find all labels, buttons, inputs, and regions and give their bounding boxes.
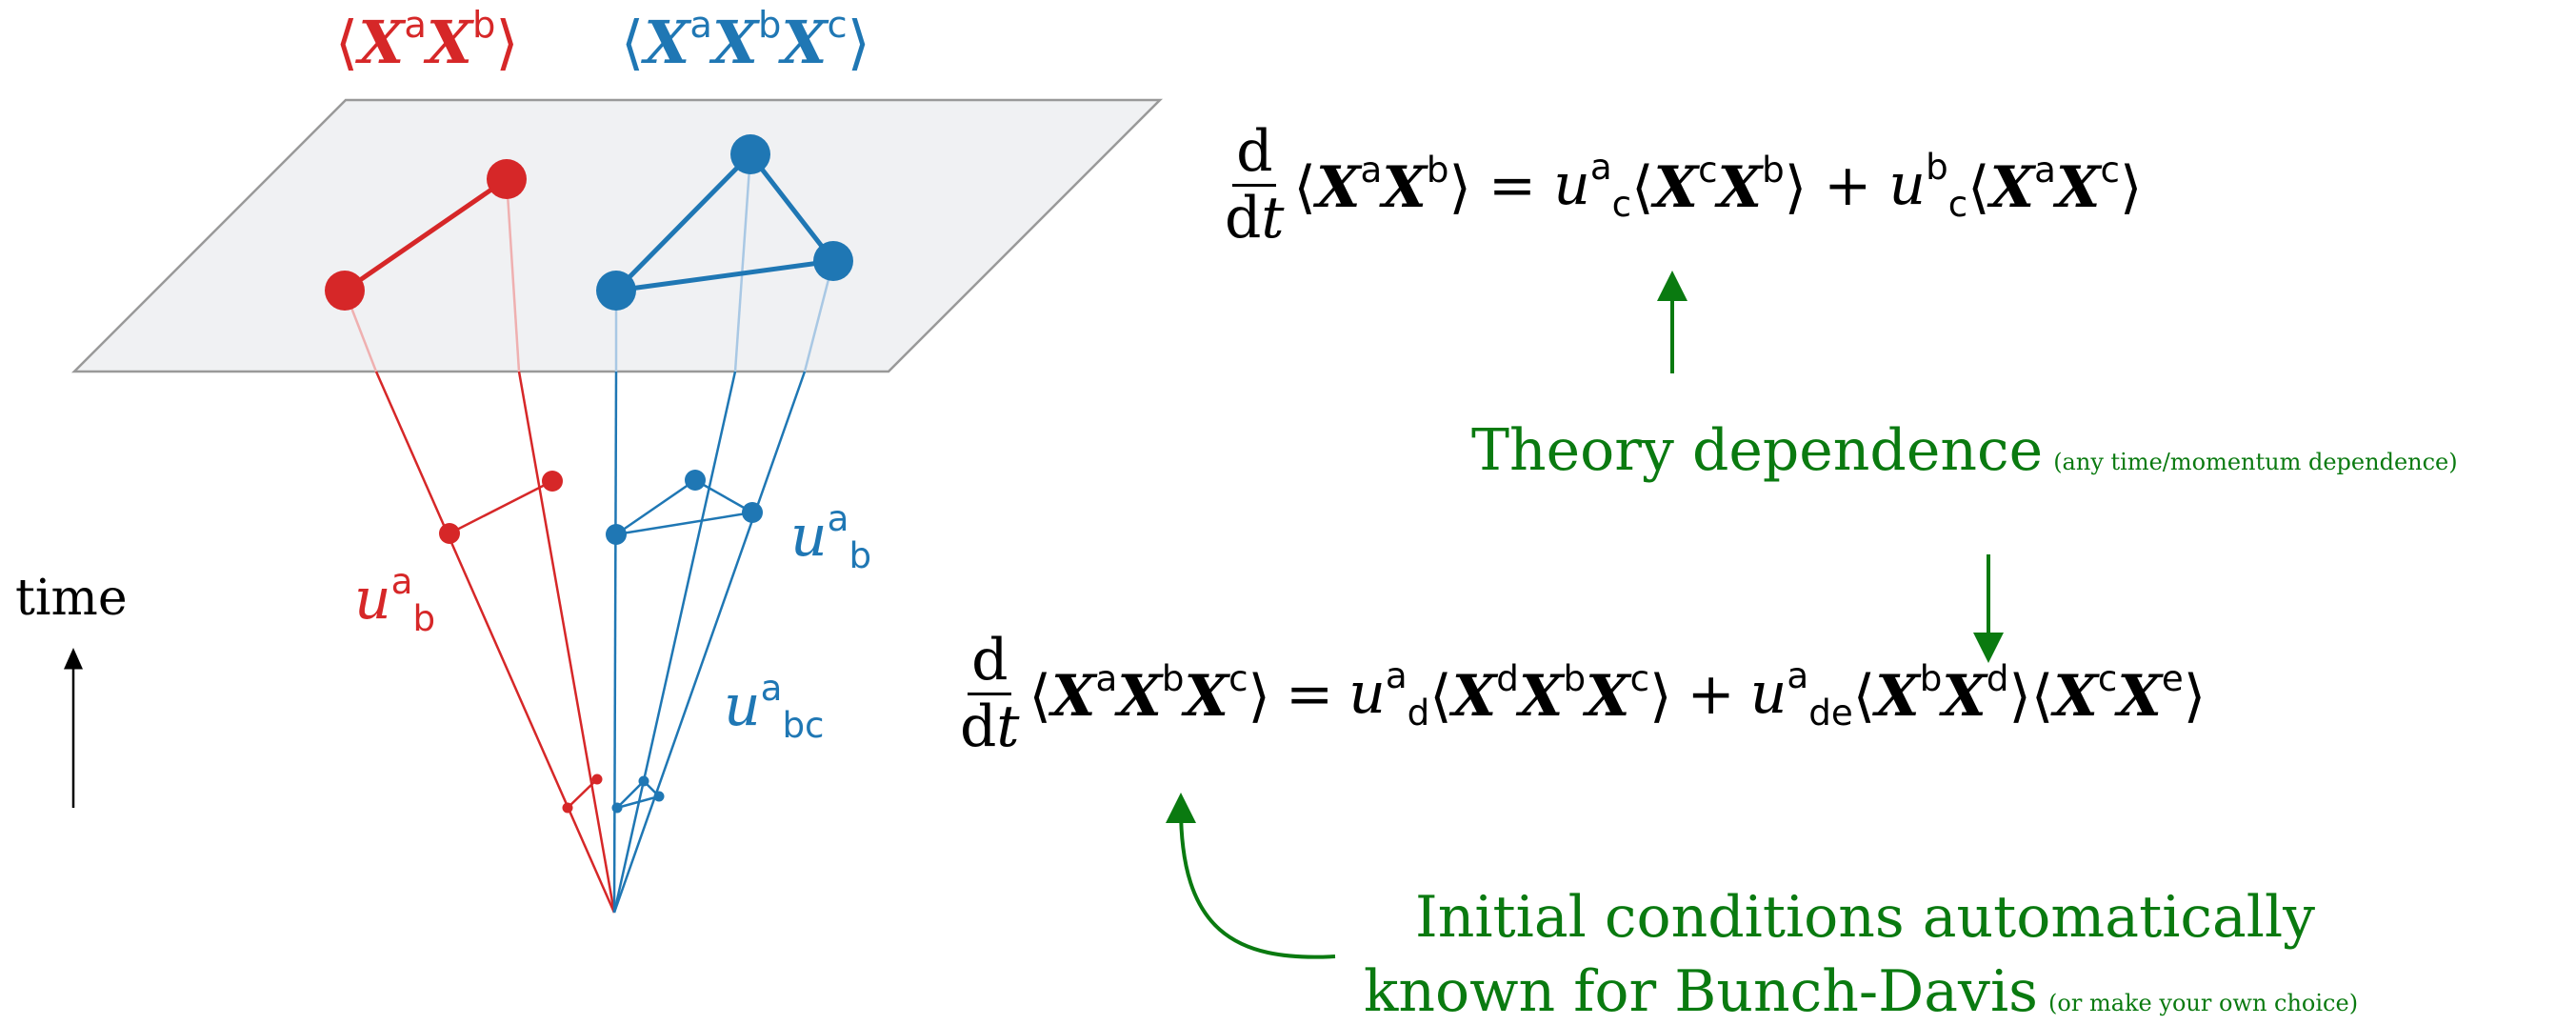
index: a (689, 4, 712, 47)
faint-worldlines (343, 153, 835, 372)
theory-dependence-text: Theory dependence (1471, 417, 2044, 484)
coupling-term-2: ubc (1888, 145, 1968, 226)
theory-dependence-aside: (any time/momentum dependence) (2053, 449, 2458, 475)
initial-conditions-line1: Initial conditions automatically (1415, 884, 2316, 951)
x-symbol: X (358, 7, 405, 77)
index: a (390, 560, 413, 602)
three-point-correlator-graph (596, 134, 853, 311)
bracket-open: ⟨ (621, 7, 645, 77)
red-worldlines (374, 371, 616, 914)
index: b (412, 597, 436, 640)
plus-sign: + (1824, 151, 1872, 219)
equation-two-point: d dt ⟨XaXb⟩ = uac ⟨XcXb⟩ + ubc ⟨XaXc⟩ (1221, 122, 2142, 249)
coupling-term-1: uac (1553, 145, 1632, 226)
correlator-term-2b: ⟨XcXe⟩ (2030, 657, 2207, 731)
equals-sign: = (1285, 660, 1334, 728)
lhs-correlator: ⟨XaXb⟩ (1293, 149, 1471, 222)
frac-numerator: d (968, 631, 1012, 695)
lhs-correlator: ⟨XaXbXc⟩ (1028, 657, 1270, 731)
green-curved-arrow (1166, 793, 1336, 959)
x-symbol: X (781, 7, 828, 77)
equals-sign: = (1488, 151, 1537, 219)
bracket-close: ⟩ (495, 7, 519, 77)
plus-sign: + (1687, 660, 1735, 728)
frac-t: t (1261, 185, 1285, 251)
equation-three-point: d dt ⟨XaXbXc⟩ = uad ⟨XdXbXc⟩ + uade ⟨XbX… (956, 631, 2206, 757)
two-point-correlator-graph (325, 159, 527, 311)
red-vertex-nodes (439, 471, 603, 814)
correlator-term-2a: ⟨XbXd⟩ (1852, 657, 2031, 731)
initial-conditions-line2: known for Bunch-Davis (or make your own … (1364, 958, 2358, 1025)
coupling-term-2: uade (1749, 653, 1853, 734)
index: a (827, 497, 849, 539)
red-coupling-label: uab (354, 560, 435, 639)
index: a (404, 4, 427, 47)
x-symbol: X (711, 7, 758, 77)
time-derivative: d dt (956, 631, 1024, 757)
blue-worldlines (612, 371, 807, 914)
index: b (757, 4, 782, 47)
correlator-term-2: ⟨XaXc⟩ (1967, 149, 2143, 222)
blue-vertex-nodes (606, 470, 763, 814)
bracket-open: ⟨ (335, 7, 359, 77)
correlator-term-1: ⟨XcXb⟩ (1631, 149, 1807, 222)
time-axis-label: time (15, 570, 128, 627)
u-symbol: u (354, 566, 391, 633)
initial-conditions-text: known for Bunch-Davis (1364, 958, 2038, 1025)
index: c (827, 4, 848, 47)
frac-d: d (960, 693, 997, 760)
index: bc (782, 704, 825, 747)
initial-conditions-aside: (or make your own choice) (2048, 990, 2359, 1016)
frac-t: t (996, 693, 1020, 760)
time-derivative: d dt (1221, 122, 1288, 249)
blue-coupling-label-three: uabc (724, 667, 825, 746)
frac-numerator: d (1232, 122, 1277, 187)
index: a (760, 667, 783, 709)
frac-d: d (1225, 185, 1262, 251)
x-symbol: X (426, 7, 472, 77)
two-point-correlator-title: ⟨XaXb⟩ (335, 4, 519, 77)
index: b (471, 4, 496, 47)
correlator-term-1: ⟨XdXbXc⟩ (1429, 657, 1672, 731)
u-symbol: u (724, 673, 761, 740)
u-symbol: u (790, 503, 828, 571)
x-symbol: X (644, 7, 690, 77)
index: b (849, 534, 872, 577)
theory-dependence-note: Theory dependence (any time/momentum dep… (1471, 417, 2458, 484)
three-point-correlator-title: ⟨XaXbXc⟩ (621, 4, 870, 77)
bracket-close: ⟩ (847, 7, 870, 77)
blue-coupling-label-two: uab (790, 497, 871, 576)
coupling-term-1: uad (1348, 653, 1430, 734)
